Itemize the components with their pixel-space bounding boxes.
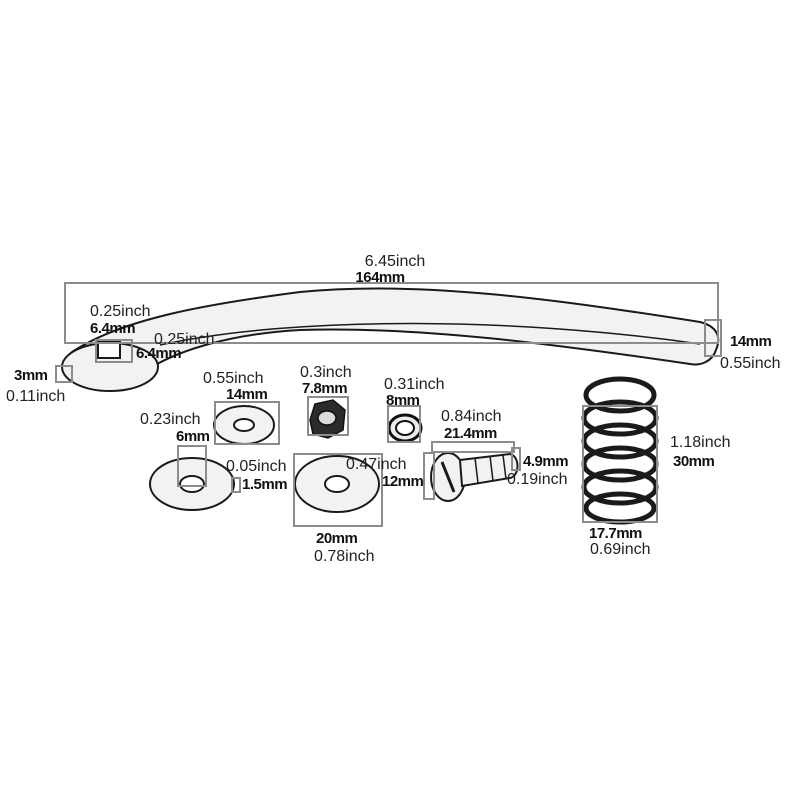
spring-diameter-mm: 17.7mm (589, 525, 642, 542)
lever-length-mm: 164mm (355, 269, 404, 286)
nut-size-mm: 7.8mm (302, 380, 347, 397)
spring-height-inch: 1.18inch (670, 434, 731, 451)
big-washer-outer-mm: 20mm (316, 530, 358, 547)
bolt-length-box (431, 441, 515, 453)
big-washer-hole-box (177, 445, 207, 487)
big-washer-outer-inch: 0.78inch (314, 548, 375, 565)
bolt-length-mm: 21.4mm (444, 425, 497, 442)
big-washer-outer-box (293, 453, 383, 527)
ring-size-mm: 8mm (386, 392, 420, 409)
big-washer-thin (149, 457, 235, 511)
spring (581, 376, 659, 525)
ring-box (387, 405, 421, 443)
big-washer-hole-inch: 0.23inch (140, 411, 201, 428)
lever-thickness-mm: 3mm (14, 367, 48, 384)
lever-width-box (704, 319, 722, 357)
lever-length-box (64, 282, 719, 344)
nut-box (307, 396, 349, 436)
small-washer (213, 405, 275, 445)
bolt-head-inch: 0.47inch (346, 456, 407, 473)
lever-thickness-inch: 0.11inch (6, 388, 65, 405)
lever-width-inch: 0.55inch (720, 355, 781, 372)
lever-hole-height-inch: 0.25inch (154, 331, 215, 348)
lever-hole-box (95, 339, 133, 363)
bolt-shank-mm: 4.9mm (523, 453, 568, 470)
bolt-length-inch: 0.84inch (441, 408, 502, 425)
nut (309, 399, 346, 439)
big-washer-thickness-mm: 1.5mm (242, 476, 287, 493)
nut-size-inch: 0.3inch (300, 364, 352, 381)
small-washer-outer-inch: 0.55inch (203, 370, 264, 387)
bolt (430, 452, 519, 502)
lever-hole-width-mm: 6.4mm (90, 320, 135, 337)
bolt-shank-box (511, 447, 521, 471)
spring-height-box (582, 405, 658, 523)
lever-width-mm: 14mm (730, 333, 772, 350)
lever-length-inch: 6.45inch (365, 253, 426, 270)
lever-hole-width-inch: 0.25inch (90, 303, 151, 320)
big-washer-thickness-box (231, 477, 241, 493)
ring-size-inch: 0.31inch (384, 376, 445, 393)
bolt-shank-inch: 0.19inch (507, 471, 568, 488)
spring-height-mm: 30mm (673, 453, 715, 470)
big-washer-hole-mm: 6mm (176, 428, 210, 445)
small-washer-box (214, 401, 280, 445)
ring (387, 413, 423, 443)
lever-hole-height-mm: 6.4mm (136, 345, 181, 362)
lever-thickness-box (55, 365, 73, 383)
spring-diameter-inch: 0.69inch (590, 541, 651, 558)
big-washer-thickness-inch: 0.05inch (226, 458, 287, 475)
bolt-head-box (423, 452, 435, 500)
lever (61, 287, 720, 392)
small-washer-outer-mm: 14mm (226, 386, 268, 403)
bolt-head-mm: 12mm (382, 473, 424, 490)
